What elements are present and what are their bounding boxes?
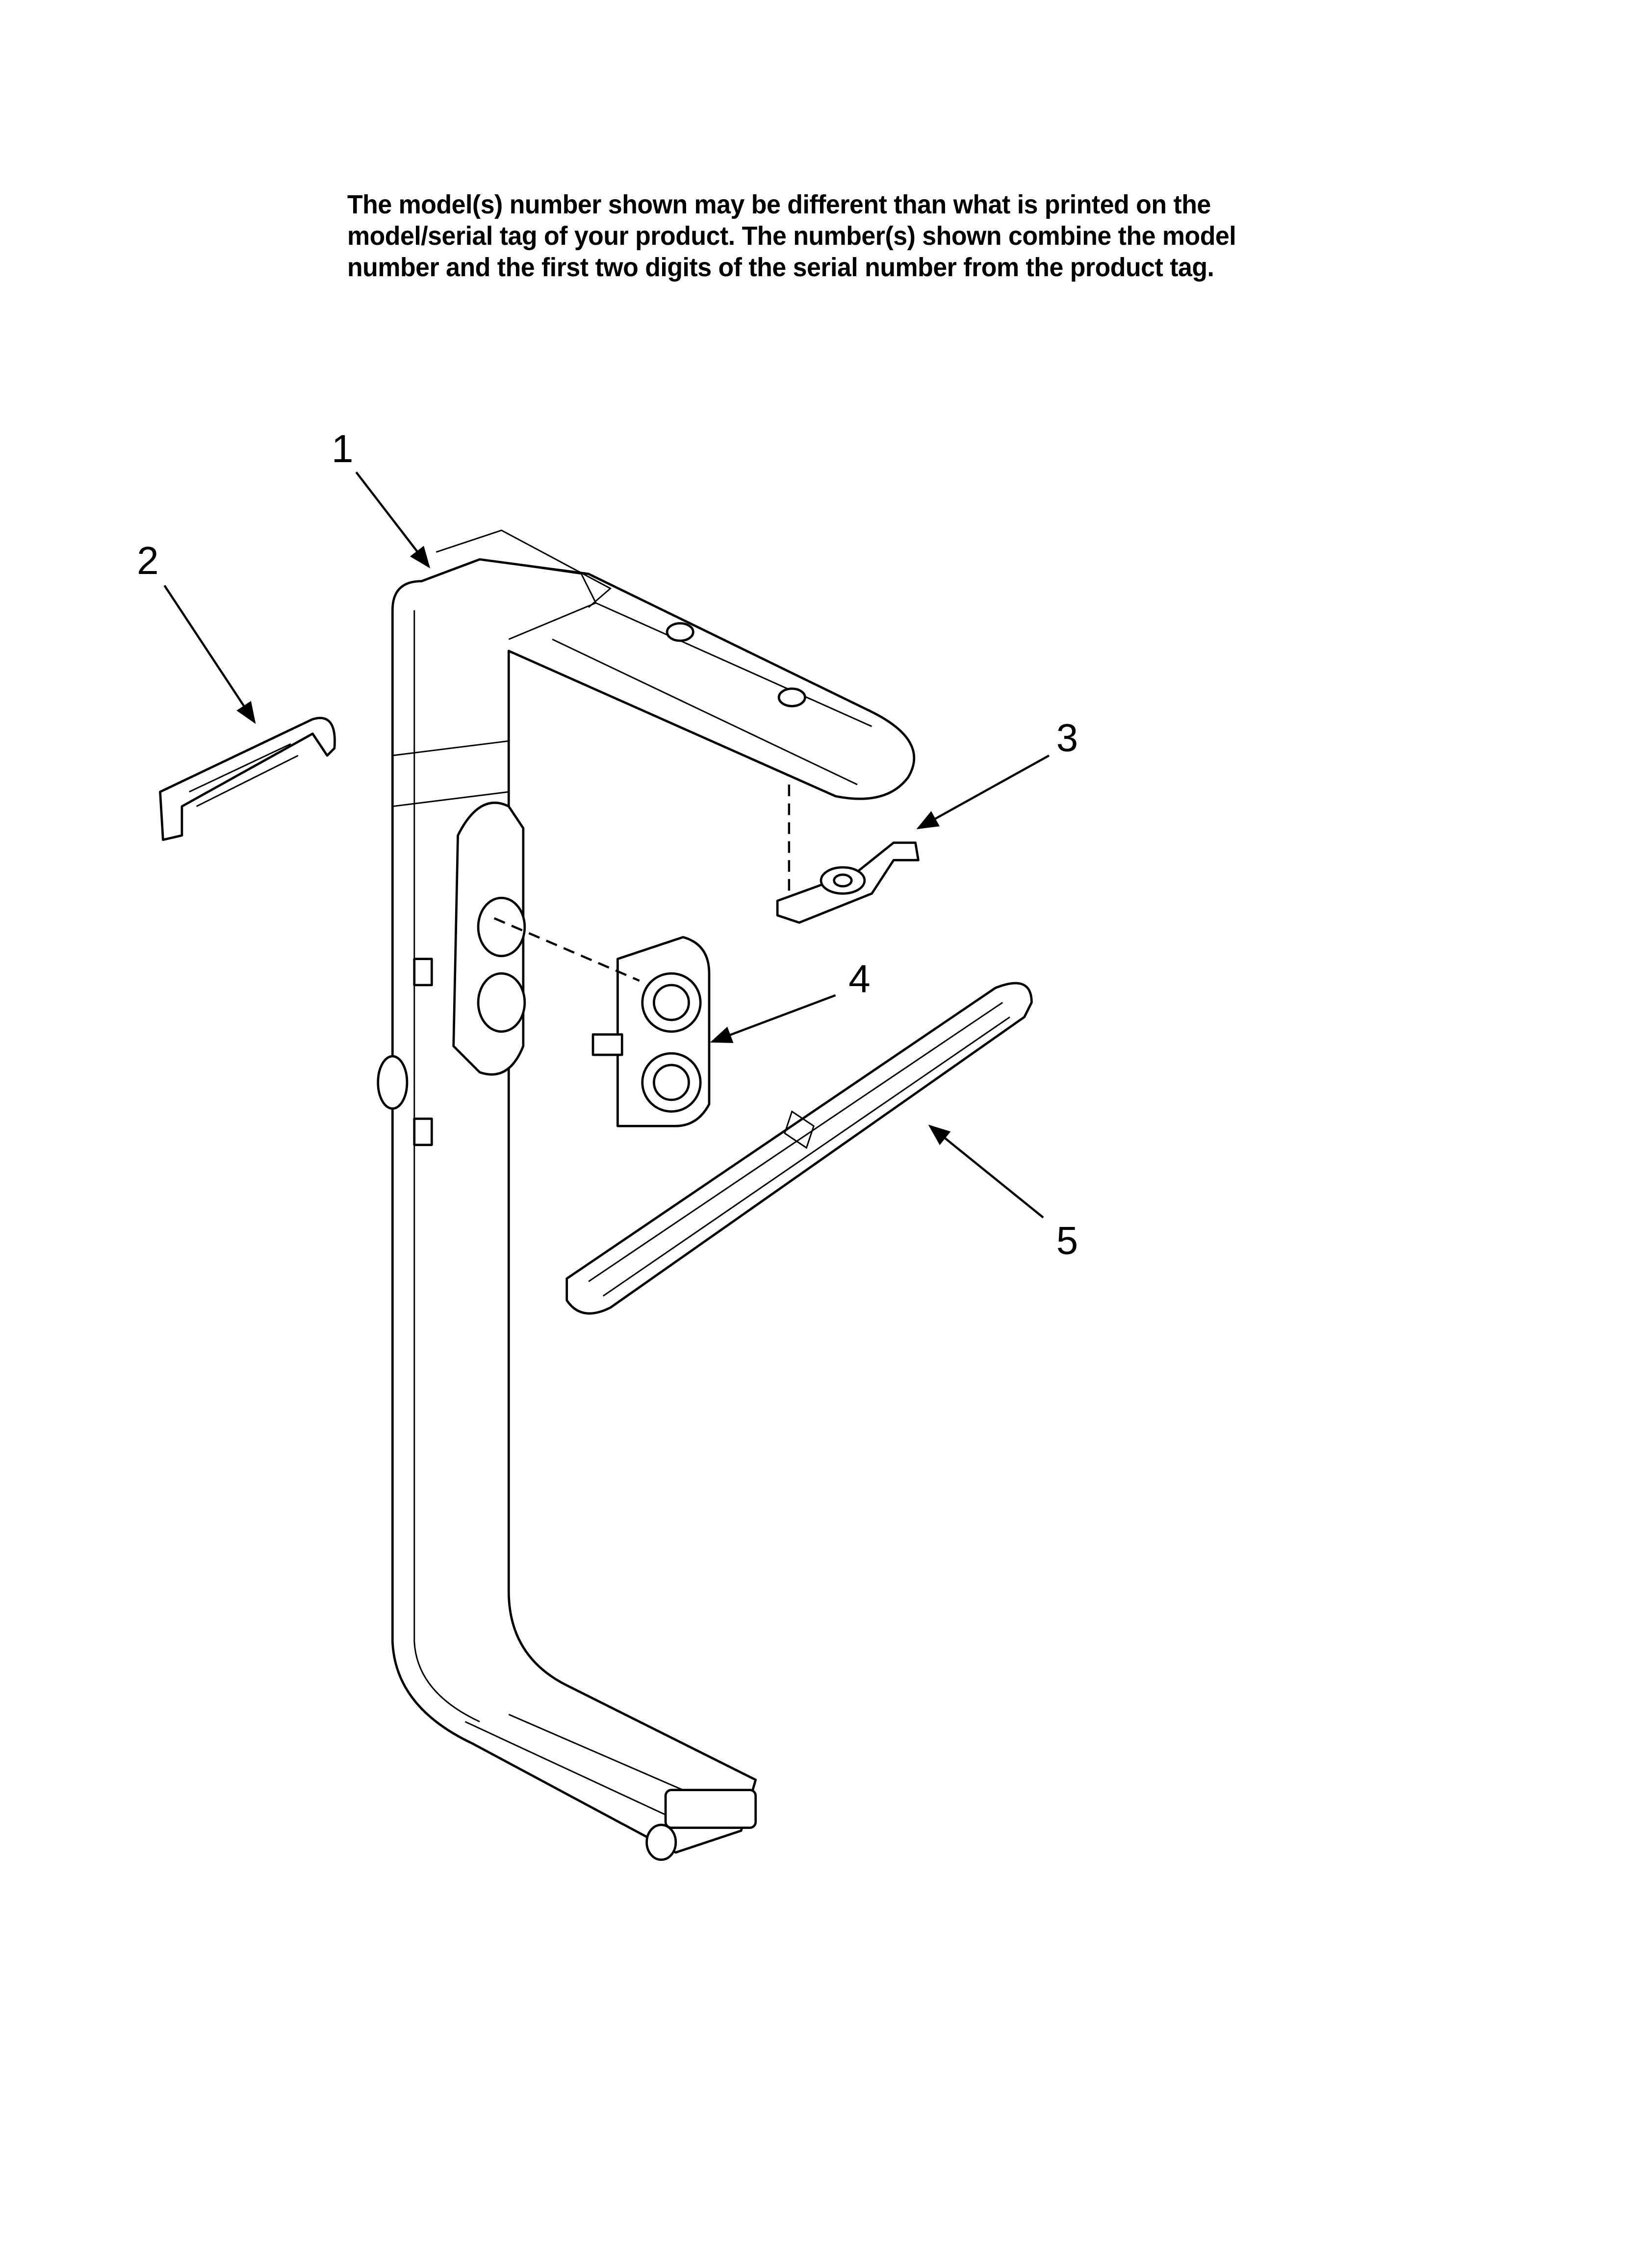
part-4-manifold-seal[interactable] <box>591 936 711 1127</box>
disclaimer-text: The model(s) number shown may be differe… <box>347 189 1477 283</box>
callout-5: 5 <box>928 1124 1078 1262</box>
disclaimer-line: The model(s) number shown may be differe… <box>347 190 1211 219</box>
part-2-clip[interactable] <box>159 717 336 841</box>
callout-number: 5 <box>1056 1219 1078 1262</box>
leader-line <box>163 585 256 724</box>
callout-1: 1 <box>332 427 431 569</box>
leader-line <box>928 1124 1044 1219</box>
leader-line <box>710 994 836 1043</box>
callout-3: 3 <box>916 716 1078 830</box>
part-1-supply-tube[interactable] <box>377 529 916 1861</box>
callout-2: 2 <box>137 539 256 724</box>
part-5-spray-arm[interactable] <box>565 982 1033 1315</box>
callout-number: 3 <box>1056 716 1078 759</box>
disclaimer-line: number and the first two digits of the s… <box>347 253 1214 282</box>
callout-4: 4 <box>710 957 871 1043</box>
callout-number: 1 <box>332 427 353 470</box>
leader-line <box>355 471 431 569</box>
leader-line <box>916 755 1050 830</box>
callout-number: 2 <box>137 539 158 582</box>
disclaimer-line: model/serial tag of your product. The nu… <box>347 221 1236 251</box>
callout-number: 4 <box>848 957 870 1001</box>
part-3-bracket[interactable] <box>776 841 920 924</box>
